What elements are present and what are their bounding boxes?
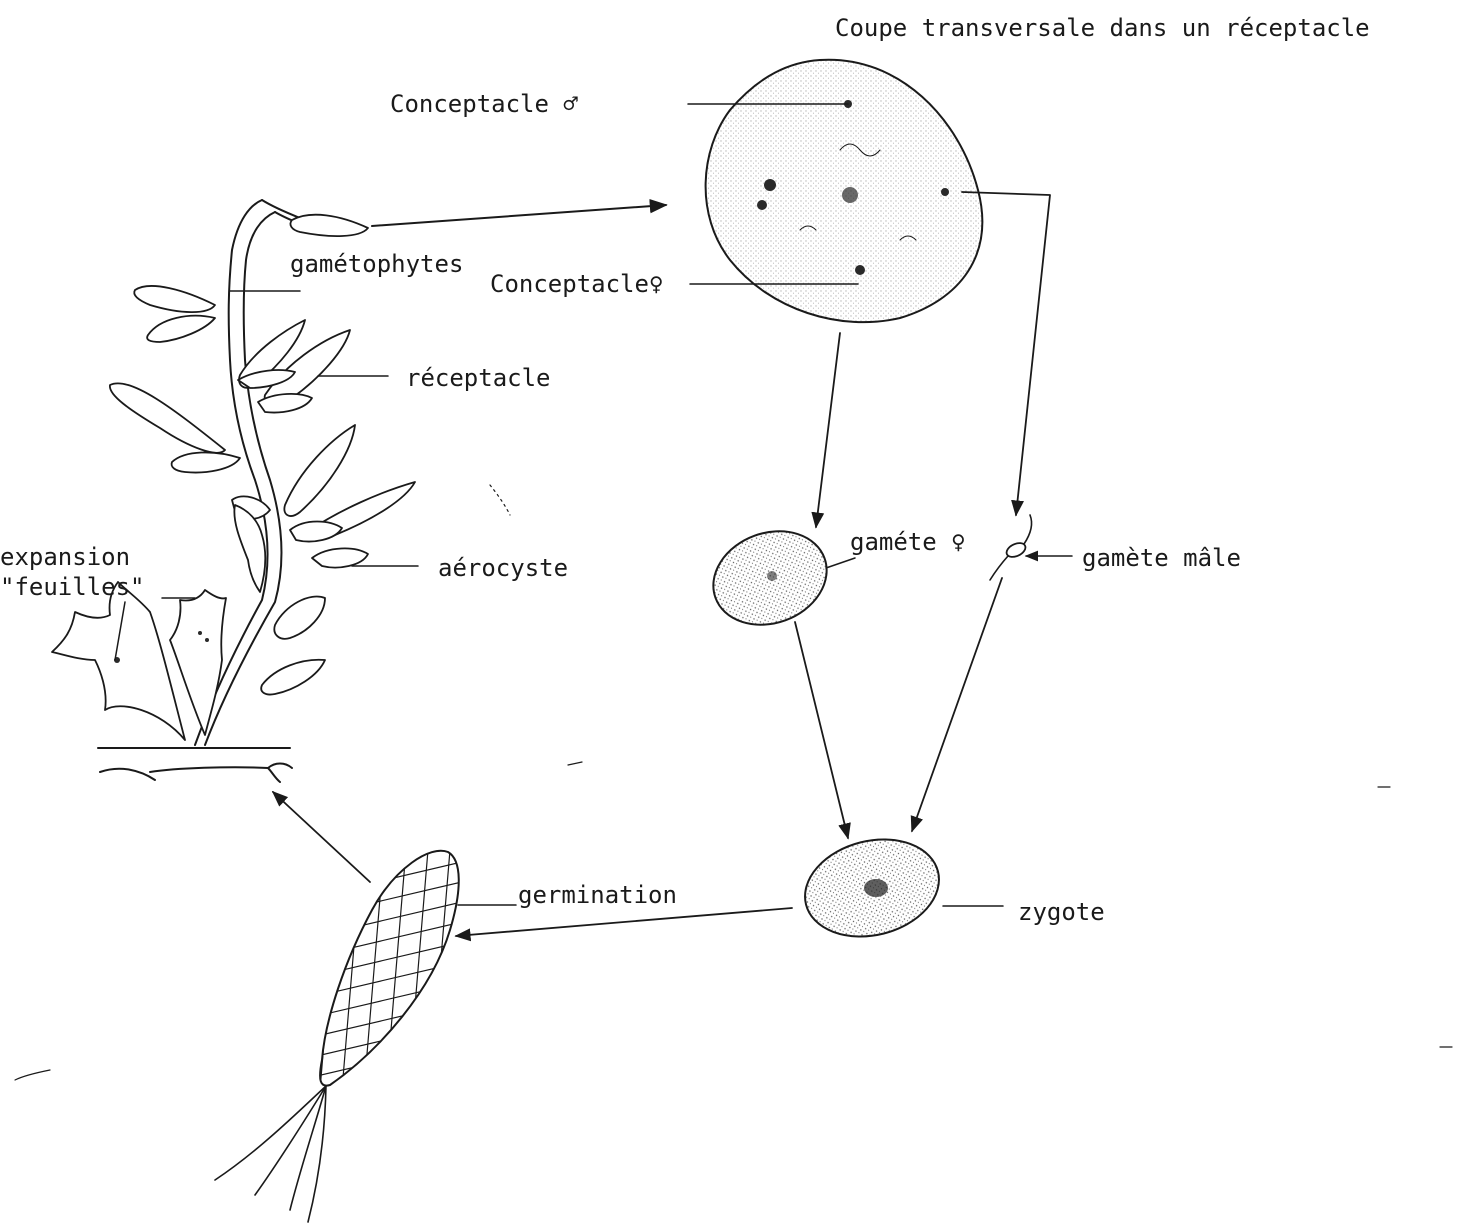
label-conceptacle-female: Conceptacle♀ [490, 270, 663, 298]
arrow-to-gamete-female [816, 333, 840, 527]
arrow-male-to-zygote [912, 578, 1002, 831]
label-gametophytes: gamétophytes [290, 250, 463, 278]
zygote [795, 826, 950, 950]
arrow-zygote-to-embryo [456, 908, 792, 936]
label-aerocyste: aérocyste [438, 554, 568, 582]
arrow-female-to-zygote [795, 622, 848, 838]
receptacle-cross-section [705, 60, 985, 325]
leader-gamete-female [826, 558, 855, 568]
arrow-to-cross-section [372, 205, 666, 226]
label-gamete-female: gaméte ♀ [850, 528, 966, 556]
label-expansion-line2: "feuilles" [0, 573, 145, 601]
gamete-female [700, 516, 840, 640]
expansion-feuilles [52, 505, 265, 740]
label-gamete-male: gamète mâle [1082, 544, 1241, 572]
arrow-embryo-to-plant [273, 792, 370, 882]
gamete-male [990, 515, 1032, 580]
label-expansion-line1: expansion [0, 543, 130, 571]
label-zygote: zygote [1018, 898, 1105, 926]
rhizoids [215, 1086, 326, 1222]
fucus-plant [52, 200, 415, 782]
germinating-embryo [215, 850, 470, 1222]
label-receptacle: réceptacle [406, 364, 551, 392]
diagram-title: Coupe transversale dans un réceptacle [835, 14, 1370, 42]
label-germination: germination [518, 881, 677, 909]
label-conceptacle-male: Conceptacle ♂ [390, 90, 578, 118]
